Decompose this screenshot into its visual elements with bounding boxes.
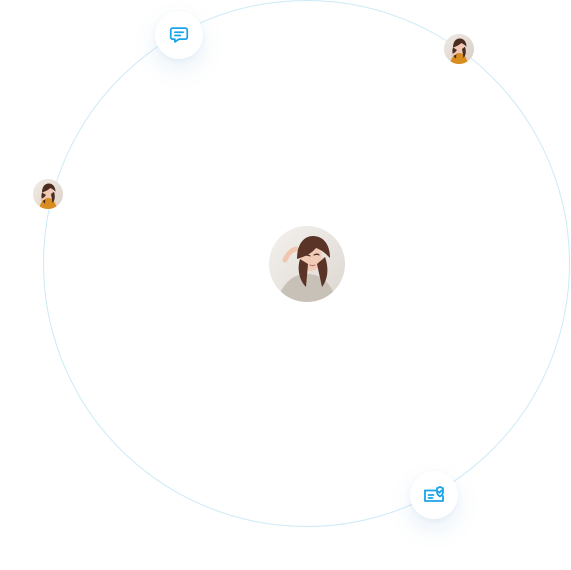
chat-icon — [168, 24, 190, 46]
left-avatar — [33, 179, 63, 209]
orbit-ring — [43, 0, 570, 527]
verified-document-icon — [422, 483, 446, 507]
verified-document-bubble — [410, 471, 458, 519]
top-right-avatar — [444, 34, 474, 64]
center-avatar — [269, 226, 345, 302]
chat-bubble — [155, 11, 203, 59]
